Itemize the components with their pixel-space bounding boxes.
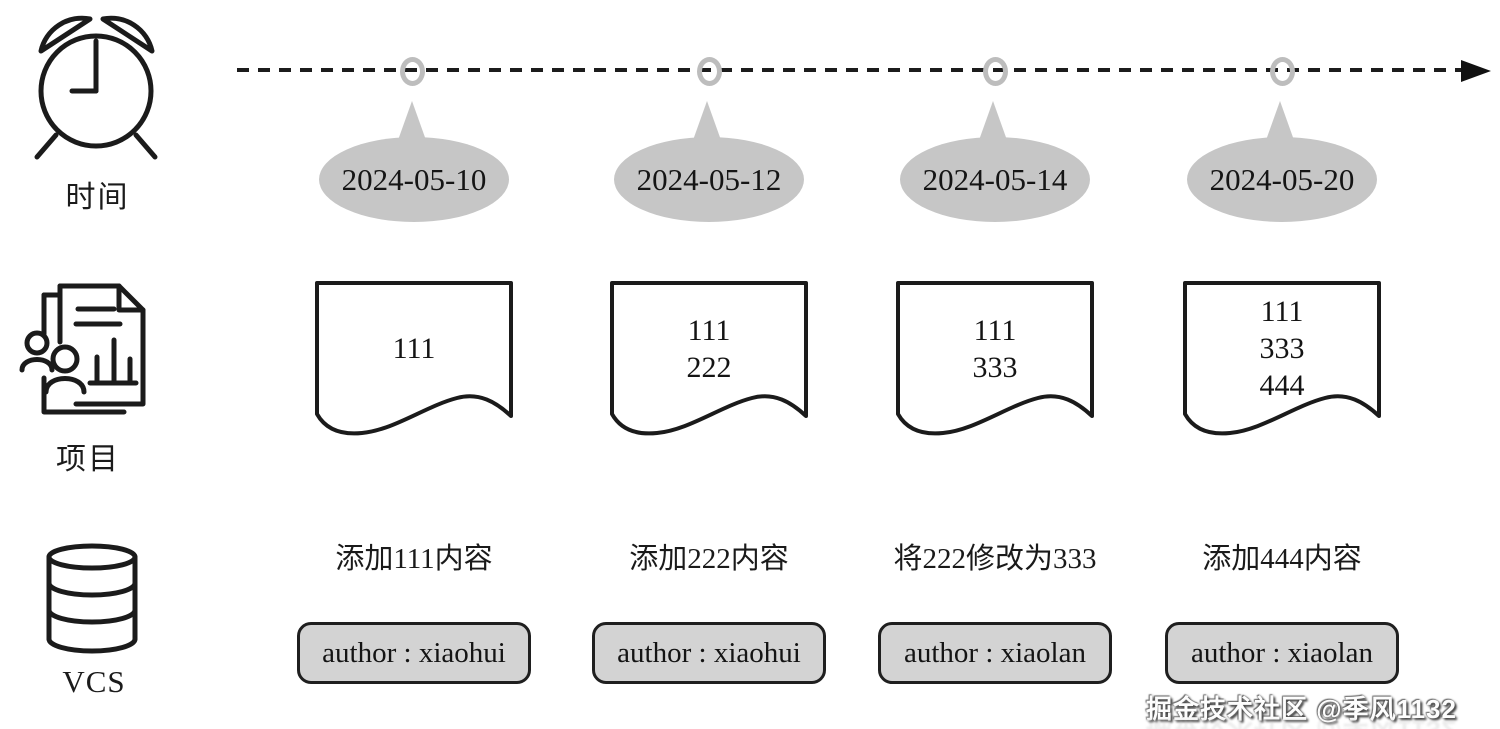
author-label: author : xiaohui [322, 636, 506, 669]
file-line: 333 [972, 350, 1018, 384]
commit-column-1: 2024-05-10 111 添加111内容 author : xiaohui [264, 0, 564, 729]
commit-column-3: 2024-05-14 111 333 将222修改为333 author : x… [845, 0, 1145, 729]
watermark-reflection: 掘金技术社区 @季风1132 [1146, 713, 1500, 729]
timeline-node-2 [697, 57, 722, 86]
date-balloon: 2024-05-20 [1187, 137, 1377, 222]
commit-column-2: 2024-05-12 111 222 添加222内容 author : xiao… [559, 0, 859, 729]
sidebar-label-project: 项目 [56, 443, 120, 476]
timeline-axis [237, 68, 1465, 72]
commit-message: 添加111内容 [335, 543, 493, 575]
database-icon [46, 543, 138, 654]
file-line: 111 [973, 313, 1017, 347]
author-label: author : xiaolan [1190, 636, 1373, 669]
file-snapshot-icon [315, 281, 513, 436]
timeline-arrowhead-icon [1461, 60, 1491, 82]
timeline-node-1 [400, 57, 425, 86]
date-label: 2024-05-14 [922, 161, 1068, 197]
commit-message: 添加444内容 [1202, 543, 1362, 575]
file-content: 111 333 [895, 283, 1095, 414]
date-label: 2024-05-20 [1209, 161, 1355, 197]
file-line: 222 [686, 350, 732, 384]
file-line: 333 [1259, 332, 1305, 365]
commit-message: 添加222内容 [629, 543, 789, 575]
sidebar-label-vcs: VCS [62, 664, 126, 699]
file-snapshot-icon [610, 281, 808, 436]
sidebar-item-time: 时间 [25, 10, 170, 214]
file-content: 111 [314, 283, 514, 414]
date-balloon: 2024-05-14 [900, 137, 1090, 222]
author-badge: author : xiaolan [1165, 622, 1399, 684]
balloon-tail [397, 101, 427, 143]
alarm-clock-icon [34, 15, 158, 160]
commit-column-4: 2024-05-20 111 333 444 添加444内容 author : … [1132, 0, 1432, 729]
sidebar-item-project: 项目 [18, 282, 163, 476]
file-content: 111 222 [609, 283, 809, 414]
file-line: 444 [1259, 369, 1305, 402]
file-content: 111 333 444 [1182, 283, 1382, 414]
file-snapshot-icon [1183, 281, 1381, 436]
balloon-tail [1265, 101, 1295, 143]
author-label: author : xiaolan [903, 636, 1086, 669]
sidebar-item-vcs: VCS [44, 542, 144, 699]
commit-message: 将222修改为333 [893, 543, 1097, 575]
author-badge: author : xiaohui [297, 622, 531, 684]
file-line: 111 [392, 332, 436, 365]
file-line: 111 [687, 313, 731, 347]
date-label: 2024-05-10 [341, 161, 487, 197]
author-label: author : xiaohui [617, 636, 801, 669]
balloon-tail [978, 101, 1008, 143]
timeline-node-4 [1270, 57, 1295, 86]
date-label: 2024-05-12 [636, 161, 782, 197]
file-snapshot-icon [896, 281, 1094, 436]
timeline-node-3 [983, 57, 1008, 86]
date-balloon: 2024-05-12 [614, 137, 804, 222]
author-badge: author : xiaohui [592, 622, 826, 684]
date-balloon: 2024-05-10 [319, 137, 509, 222]
file-line: 111 [1260, 295, 1304, 328]
sidebar-label-time: 时间 [65, 181, 130, 214]
balloon-tail [692, 101, 722, 143]
project-document-icon [19, 283, 146, 415]
author-badge: author : xiaolan [878, 622, 1112, 684]
watermark: 掘金技术社区 @季风1132 [1146, 694, 1457, 724]
